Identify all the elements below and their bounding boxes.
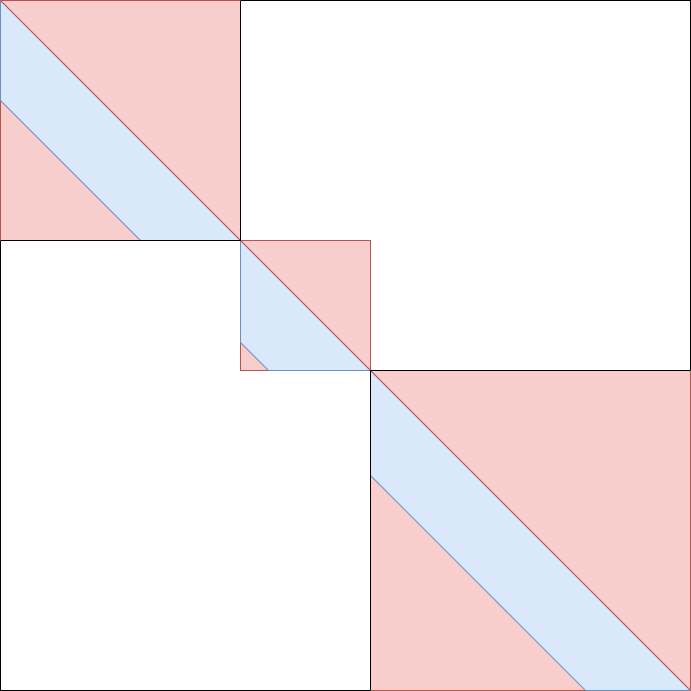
square-bottom-right-diagonal xyxy=(370,370,691,691)
square-middle-diagonal xyxy=(240,240,371,371)
square-bottom-right xyxy=(370,369,691,691)
square-top-left xyxy=(0,0,242,241)
square-top-left-diagonal xyxy=(0,0,241,241)
square-middle xyxy=(240,239,372,371)
